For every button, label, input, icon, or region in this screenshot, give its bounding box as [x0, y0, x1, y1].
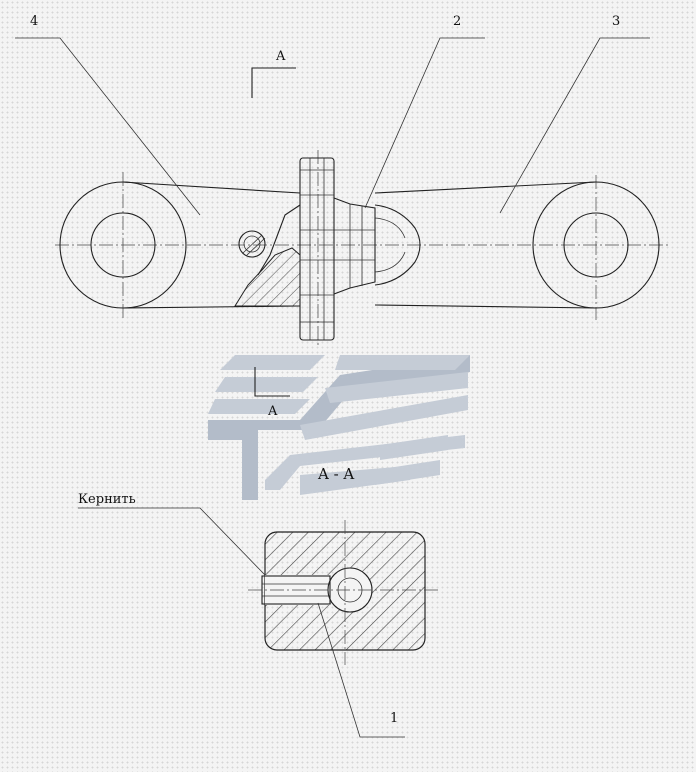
section-view — [248, 520, 440, 665]
right-arm-part-3 — [374, 181, 660, 309]
callout-4: 4 — [15, 14, 201, 216]
callout-2: 2 — [364, 14, 485, 209]
view-marker-top: A — [251, 49, 296, 98]
view-letter-mid: A — [267, 404, 278, 419]
callout-3: 3 — [499, 14, 650, 214]
section-title: A - A — [317, 465, 354, 483]
central-nut-part-2 — [299, 157, 376, 341]
center-punch-note: Кернить — [78, 492, 266, 576]
callout-1: 1 — [317, 602, 405, 738]
view-marker-mid: A — [254, 367, 290, 419]
callout-1-label: 1 — [390, 711, 398, 726]
watermark-logo — [208, 355, 470, 500]
callout-2-label: 2 — [453, 14, 461, 29]
callout-4-label: 4 — [30, 14, 38, 29]
callout-3-label: 3 — [612, 14, 620, 29]
centerlines-top-view — [55, 150, 670, 345]
view-letter-top: A — [275, 49, 286, 64]
center-punch-label: Кернить — [78, 492, 136, 507]
